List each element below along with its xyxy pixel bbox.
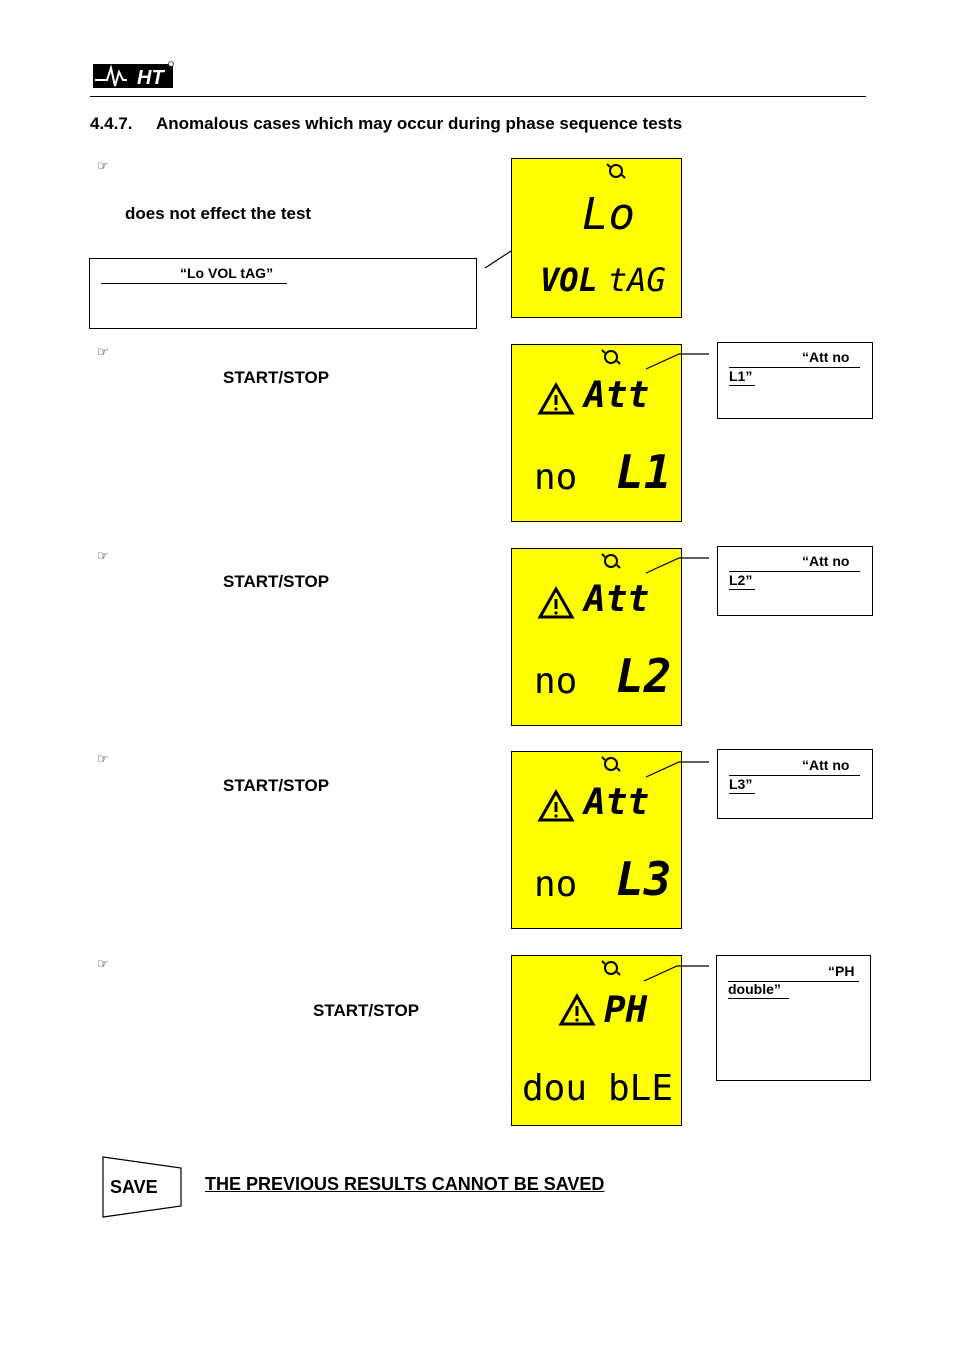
case1-lcd-top: Lo [582,189,635,240]
warning-icon [537,788,575,822]
case1-note-text: “Lo VOL tAG” [180,265,274,281]
pointing-hand-icon: ☞ [97,957,109,972]
case4-leader-line [645,761,709,778]
pointing-hand-icon: ☞ [97,159,109,174]
case2-start-stop: START/STOP [223,368,330,387]
case5-lcd: PH dou bLE [511,955,682,1126]
section-title: Anomalous cases which may occur during p… [156,114,683,133]
rotation-icon [601,756,621,772]
case2-lcd-bottom-left: no [534,457,578,498]
case5-lcd-top: PH [604,990,648,1031]
case5-note-line1: “PH [828,963,855,979]
case2-leader-line [645,353,709,370]
case2-lcd-top: Att [584,375,650,416]
case2-note-line1: “Att no [802,349,850,365]
case5-note-underline1 [728,981,859,982]
pointing-hand-icon: ☞ [97,752,109,767]
case3-lcd-bottom-right: L2 [616,649,672,703]
warning-icon [537,381,575,415]
ht-logo: HT [93,60,175,90]
case4-note-line2: L3” [729,776,753,792]
case2-lcd-bottom-right: L1 [616,445,672,499]
save-key-label: SAVE [110,1177,158,1197]
case1-lcd: Lo VOL tAG [511,158,682,318]
header-rule [90,96,866,97]
section-number: 4.4.7. [90,114,133,133]
case2-note-underline1 [729,367,860,368]
rotation-icon [601,349,621,365]
case5-leader-line [643,965,709,982]
case3-note-line2: L2” [729,572,753,588]
case2-lcd: Att no L1 [511,344,682,522]
case1-text: does not effect the test [125,204,312,223]
case5-note-underline2 [728,998,789,999]
case4-lcd: Att no L3 [511,751,682,929]
case4-lcd-bottom-right: L3 [616,852,672,906]
case1-lcd-bottom-right: tAG [608,261,666,299]
pointing-hand-icon: ☞ [97,345,109,360]
rotation-icon [601,960,621,976]
case3-leader-line [645,557,709,574]
case3-lcd-top: Att [584,579,650,620]
warning-icon [537,585,575,619]
case3-note-line1: “Att no [802,553,850,569]
case3-note-underline2 [729,589,755,590]
case5-start-stop: START/STOP [313,1001,420,1020]
case3-lcd-bottom-left: no [534,661,578,702]
rotation-icon [601,553,621,569]
case3-lcd: Att no L2 [511,548,682,726]
case4-lcd-top: Att [584,782,650,823]
case4-note-line1: “Att no [802,757,850,773]
case5-lcd-bottom-right: bLE [608,1068,674,1109]
svg-text:HT: HT [137,67,165,89]
case5-lcd-bottom-left: dou [522,1068,588,1109]
case4-lcd-bottom-left: no [534,864,578,905]
case4-note-underline1 [729,775,860,776]
warning-icon [558,992,596,1026]
case2-note-line2: L1” [729,368,753,384]
section-heading: 4.4.7. Anomalous cases which may occur du… [90,114,682,134]
rotation-icon [606,163,626,179]
case3-note-box: “Att no L2” [717,546,873,616]
case4-start-stop: START/STOP [223,776,330,795]
save-key-icon [102,1156,182,1218]
case2-note-underline2 [729,385,755,386]
case5-note-box: “PH double” [716,955,871,1081]
case1-note-underline [101,283,287,284]
case4-note-box: “Att no L3” [717,749,873,819]
case4-note-underline2 [729,793,755,794]
case1-note-box: “Lo VOL tAG” [89,258,477,329]
case1-lcd-bottom-left: VOL [540,261,598,299]
pointing-hand-icon: ☞ [97,549,109,564]
case5-note-line2: double” [728,981,781,997]
case2-note-box: “Att no L1” [717,342,873,419]
case3-note-underline1 [729,571,860,572]
case3-start-stop: START/STOP [223,572,330,591]
save-message: THE PREVIOUS RESULTS CANNOT BE SAVED [205,1174,605,1194]
